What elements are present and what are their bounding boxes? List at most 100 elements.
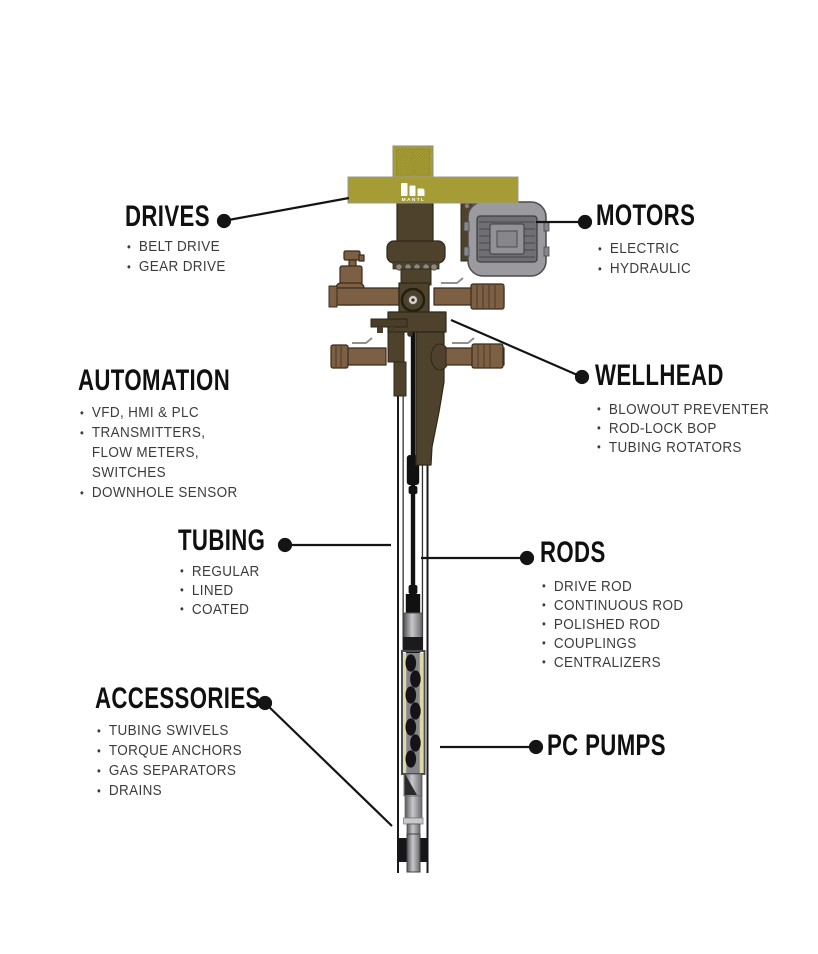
bullet-icon: •: [97, 764, 101, 778]
list-item: •BELT DRIVE: [127, 238, 221, 255]
flowline-left: [330, 287, 400, 306]
casing-right: [426, 462, 429, 873]
accessories-title: ACCESSORIES: [95, 682, 261, 715]
list-item: •VFD, HMI & PLC: [80, 404, 199, 421]
valve-handle-right-1: [441, 277, 464, 284]
pump-top-tube: [403, 612, 423, 640]
label-tubing: TUBING: [178, 526, 296, 556]
list-item: •DRAINS: [97, 782, 163, 799]
list-item: •LINED: [180, 582, 234, 599]
plate-bolt-2: [389, 327, 395, 333]
flowline-right-coupling: [470, 283, 505, 310]
rods-title: RODS: [540, 536, 606, 569]
bullet-icon: •: [97, 784, 101, 798]
connector-drives: [222, 196, 350, 223]
bop-step-left-1: [387, 331, 405, 363]
list-item: •COUPLINGS: [542, 635, 637, 652]
bullet-icon: •: [542, 636, 546, 650]
list-item: •POLISHED ROD: [542, 616, 661, 633]
casing-valve-right-coupling: [471, 343, 504, 369]
flowline-left-cap: [328, 285, 338, 308]
plate-bolt-1: [377, 327, 383, 333]
list-item: •BLOWOUT PREVENTER: [597, 401, 770, 418]
pc-pumps-title: PC PUMPS: [547, 729, 666, 762]
stator-liner-left: [403, 653, 407, 774]
drives-list: •BELT DRIVE •GEAR DRIVE: [127, 237, 226, 277]
connectors: [216, 196, 593, 827]
label-wellhead: WELLHEAD: [595, 361, 769, 391]
bullet-icon: •: [597, 440, 601, 454]
connector-dot-tubing: [277, 537, 293, 553]
list-item: •TUBING SWIVELS: [97, 722, 229, 739]
connector-dot-drives: [216, 213, 232, 229]
rotor-helix: [405, 654, 421, 768]
list-item: •ELECTRIC: [598, 240, 680, 257]
list-item: •ROD-LOCK BOP: [597, 420, 717, 437]
rods-list: •DRIVE ROD •CONTINUOUS ROD •POLISHED ROD…: [542, 577, 683, 672]
bullet-icon: •: [127, 240, 131, 254]
bullet-icon: •: [598, 262, 602, 276]
label-accessories: ACCESSORIES: [95, 684, 319, 714]
bullet-icon: •: [542, 617, 546, 631]
label-motors: MOTORS: [596, 201, 730, 231]
list-item: •GAS SEPARATORS: [97, 762, 237, 779]
list-item: •DRIVE ROD: [542, 578, 633, 595]
tubing-wall-left: [402, 368, 404, 651]
connector-dot-accessories: [257, 695, 273, 711]
drive-top-panel-2: [413, 148, 430, 176]
motor-nubs: [463, 221, 550, 257]
anchor-mandrel: [406, 833, 421, 873]
bullet-icon: •: [542, 579, 546, 593]
bullet-icon: •: [180, 564, 184, 578]
stator-liner-right: [419, 653, 423, 774]
label-rods: RODS: [540, 538, 629, 568]
list-item: •GEAR DRIVE: [127, 258, 226, 275]
drive-top-panel-1: [396, 148, 413, 176]
connector-dot-rods: [519, 550, 535, 566]
rotor-tip: [405, 774, 417, 795]
rod-coupling-lower: [405, 594, 421, 614]
bullet-icon: •: [80, 426, 84, 440]
list-item: •COATED: [180, 601, 250, 618]
bop-step-left-2: [393, 361, 407, 397]
tubing-title: TUBING: [178, 524, 266, 557]
casing-left: [397, 367, 399, 873]
bullet-icon: •: [80, 486, 84, 500]
list-item: •CENTRALIZERS: [542, 654, 661, 671]
bullet-icon: •: [97, 744, 101, 758]
connector-wellhead: [450, 318, 583, 379]
wellhead-list: •BLOWOUT PREVENTER •ROD-LOCK BOP •TUBING…: [597, 400, 769, 457]
bullet-icon: •: [597, 421, 601, 435]
connector-dot-wellhead: [574, 369, 590, 385]
tubing-list: •REGULAR •LINED •COATED: [180, 562, 260, 619]
rod-coupling-lower-nub: [408, 585, 418, 594]
drive-flange: [386, 240, 446, 264]
list-item: •TRANSMITTERS, FLOW METERS, SWITCHES: [80, 424, 206, 481]
stop-ring: [403, 817, 424, 825]
connector-dot-motors: [577, 214, 593, 230]
tubing-wall-right: [421, 462, 424, 651]
drive-head: MANTL: [347, 145, 550, 277]
label-pc-pumps: PC PUMPS: [547, 731, 708, 761]
accessories-list: •TUBING SWIVELS •TORQUE ANCHORS •GAS SEP…: [97, 721, 242, 801]
list-item: •HYDRAULIC: [598, 260, 692, 277]
bullet-icon: •: [97, 724, 101, 738]
rotator-plate: [370, 318, 408, 328]
bullet-icon: •: [542, 655, 546, 669]
mantl-logo-icon: [401, 183, 425, 196]
list-item: •DOWNHOLE SENSOR: [80, 484, 238, 501]
list-item: •CONTINUOUS ROD: [542, 597, 684, 614]
list-item: •TORQUE ANCHORS: [97, 742, 242, 759]
connector-dot-pc-pumps: [528, 739, 544, 755]
drives-title: DRIVES: [125, 200, 210, 233]
motors-title: MOTORS: [596, 199, 696, 232]
pc-pump: [398, 612, 428, 873]
valve-handle-right-2: [452, 337, 475, 344]
rotor-head-cap: [403, 637, 423, 655]
valve-handle-left-2: [352, 337, 373, 344]
bullet-icon: •: [597, 402, 601, 416]
wellhead-assembly: [328, 202, 505, 466]
hub-boss-pin: [411, 298, 415, 302]
